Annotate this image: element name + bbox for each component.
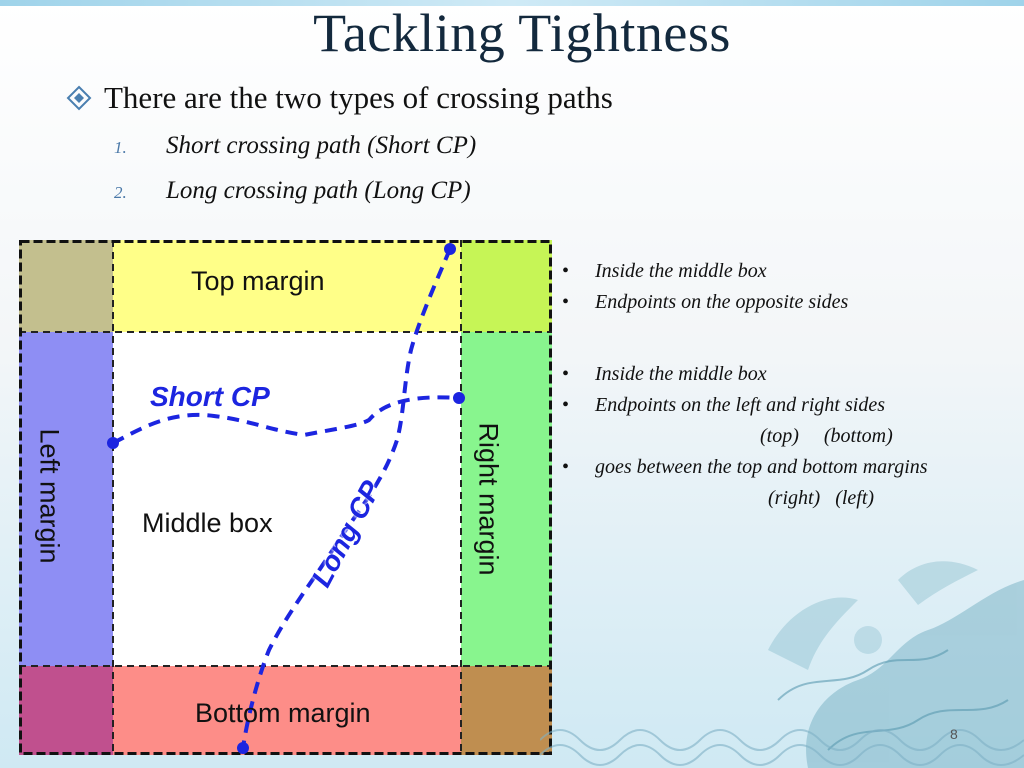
notes-long-cp: •Inside the middle box •Endpoints on the… xyxy=(562,359,928,514)
bottom-left-corner xyxy=(19,666,113,755)
slide-title: Tackling Tightness xyxy=(313,3,731,63)
top-accent-bar xyxy=(0,0,1024,6)
diamond-bullet-icon xyxy=(66,85,92,111)
waves-decoration-icon xyxy=(540,729,1024,766)
note-item: •Inside the middle box xyxy=(562,363,767,385)
note-item: •goes between the top and bottom margins xyxy=(562,456,928,478)
top-right-corner xyxy=(461,240,552,332)
middle-box-region xyxy=(113,332,461,666)
notes-short-cp: •Inside the middle box •Endpoints on the… xyxy=(562,256,848,318)
long-cp-path xyxy=(241,248,452,749)
short-cp-label: Short CP xyxy=(150,381,270,412)
subitem-text: Short crossing path (Short CP) xyxy=(166,132,477,159)
margin-diagram: Top margin Bottom margin Middle box Left… xyxy=(19,240,552,755)
bottom-margin-region xyxy=(113,666,461,755)
page-number: 8 xyxy=(950,726,958,742)
bottom-margin-label: Bottom margin xyxy=(195,698,371,728)
note-text: Endpoints on the left and right sides xyxy=(595,394,885,416)
left-margin-label: Left margin xyxy=(34,428,65,564)
top-margin-region xyxy=(113,240,461,332)
note-subline: (right) (left) xyxy=(768,487,875,509)
subitem-long-cp: 2. Long crossing path (Long CP) xyxy=(114,177,471,205)
note-text: Endpoints on the opposite sides xyxy=(595,291,849,313)
note-item: •Endpoints on the opposite sides xyxy=(562,291,849,313)
long-cp-endpoint-top xyxy=(444,243,456,255)
grid-dashed-lines xyxy=(19,240,552,755)
note-text: Inside the middle box xyxy=(595,260,767,282)
long-cp-endpoint-bottom xyxy=(237,742,249,754)
subitem-number: 1. xyxy=(114,138,127,157)
note-text: goes between the top and bottom margins xyxy=(595,456,928,478)
short-cp-path xyxy=(112,395,460,445)
top-left-corner xyxy=(19,240,113,332)
subitem-short-cp: 1. Short crossing path (Short CP) xyxy=(114,132,476,160)
middle-box-label: Middle box xyxy=(142,508,273,538)
note-text: Inside the middle box xyxy=(595,363,767,385)
left-margin-region xyxy=(19,332,113,666)
main-bullet-text: There are the two types of crossing path… xyxy=(104,80,613,115)
diagram-canvas xyxy=(19,240,552,755)
bottom-right-corner xyxy=(461,666,552,755)
diagram-border xyxy=(19,240,552,755)
subitem-text: Long crossing path (Long CP) xyxy=(166,177,471,204)
main-bullet: There are the two types of crossing path… xyxy=(66,80,613,116)
note-subline: (top) (bottom) xyxy=(760,425,893,447)
subitem-number: 2. xyxy=(114,183,127,202)
short-cp-endpoint-left xyxy=(107,437,119,449)
right-margin-region xyxy=(461,332,552,666)
dragon-decoration-icon xyxy=(768,561,1024,768)
note-item: •Endpoints on the left and right sides xyxy=(562,394,885,416)
right-margin-label: Right margin xyxy=(473,422,504,576)
note-item: •Inside the middle box xyxy=(562,260,767,282)
top-margin-label: Top margin xyxy=(191,266,325,296)
short-cp-endpoint-right xyxy=(453,392,465,404)
